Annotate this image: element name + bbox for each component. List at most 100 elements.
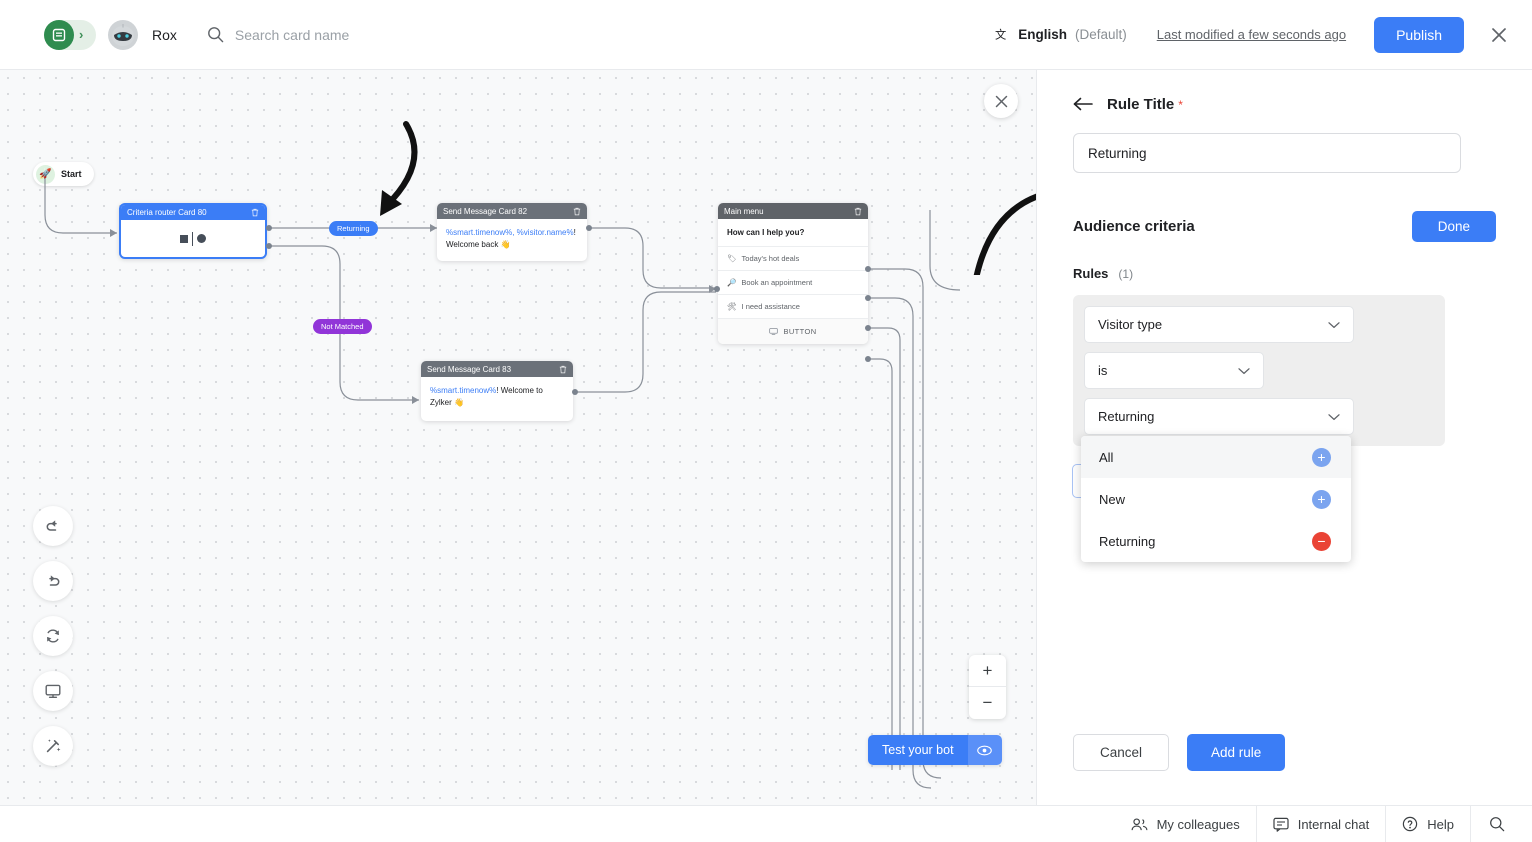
card-criteria-router-80[interactable]: Criteria router Card 80	[119, 203, 267, 259]
add-option-icon[interactable]: +	[1312, 489, 1331, 509]
publish-button[interactable]: Publish	[1374, 16, 1464, 53]
app-header: › Rox 文 English (Default)	[0, 0, 1532, 70]
port-dot[interactable]	[572, 389, 578, 395]
internal-chat-button[interactable]: Internal chat	[1255, 806, 1386, 842]
audience-criteria-row: Audience criteria Done	[1073, 211, 1496, 242]
menu-item-label: I need assistance	[741, 302, 800, 311]
card-title: Criteria router Card 80	[127, 208, 207, 217]
bot-avatar-icon	[108, 19, 138, 50]
add-rule-button[interactable]: Add rule	[1187, 734, 1286, 771]
dropdown-option-all[interactable]: All +	[1081, 436, 1351, 478]
chevron-down-icon	[1238, 367, 1250, 374]
svg-text:文: 文	[995, 27, 1006, 41]
card-header: Criteria router Card 80	[121, 205, 265, 220]
page-title: Rule Title	[1107, 96, 1175, 113]
rule-field-value: Visitor type	[1098, 317, 1163, 332]
port-dot[interactable]	[266, 243, 272, 249]
language-selector[interactable]: 文 English (Default)	[995, 27, 1127, 42]
search-icon	[1490, 817, 1505, 832]
port-dot[interactable]	[714, 286, 720, 292]
rule-group: Visitor type is Returning	[1073, 295, 1445, 446]
dropdown-option-new[interactable]: New +	[1081, 478, 1351, 520]
add-option-icon[interactable]: +	[1312, 447, 1331, 467]
rule-value-select[interactable]: Returning	[1084, 398, 1354, 435]
menu-item-book-appointment[interactable]: 🔎 Book an appointment	[718, 271, 868, 295]
trash-icon[interactable]	[854, 207, 862, 216]
bottom-bar: My colleagues Internal chat Help	[0, 805, 1532, 842]
bottom-item-label: Internal chat	[1297, 816, 1370, 832]
canvas-toolbar	[33, 506, 73, 766]
message-body: ! Welcome back	[446, 228, 576, 249]
rules-label: Rules	[1073, 266, 1109, 281]
port-dot[interactable]	[865, 266, 871, 272]
rule-value-text: Returning	[1098, 409, 1155, 424]
criteria-router-body	[121, 220, 265, 257]
trash-icon[interactable]	[573, 207, 581, 216]
chevron-right-icon: ›	[79, 27, 84, 42]
required-indicator: *	[1178, 97, 1183, 112]
menu-button-row[interactable]: BUTTON	[718, 319, 868, 344]
card-header: Send Message Card 83	[421, 361, 573, 377]
card-header: Send Message Card 82	[437, 203, 587, 219]
port-dot[interactable]	[865, 325, 871, 331]
card-header: Main menu	[718, 203, 868, 219]
magic-wand-icon[interactable]	[33, 726, 73, 766]
card-main-menu[interactable]: Main menu How can I help you? 🏷 Today's …	[718, 203, 868, 344]
preview-screen-icon[interactable]	[33, 671, 73, 711]
rule-operator-select[interactable]: is	[1084, 352, 1264, 389]
done-button[interactable]: Done	[1411, 211, 1496, 242]
refresh-icon[interactable]	[33, 616, 73, 656]
last-modified-link[interactable]: Last modified a few seconds ago	[1156, 27, 1347, 42]
bottom-item-label: Help	[1427, 816, 1454, 832]
panel-footer: Cancel Add rule	[1073, 734, 1286, 771]
workspace-switcher[interactable]: ›	[44, 19, 96, 50]
test-your-bot-button[interactable]: Test your bot	[868, 735, 968, 765]
remove-option-icon[interactable]: −	[1312, 531, 1331, 551]
test-bot-bar: Test your bot	[868, 735, 1002, 765]
bottom-search-button[interactable]	[1470, 806, 1532, 842]
cancel-button[interactable]: Cancel	[1073, 734, 1170, 771]
search-icon	[208, 27, 224, 43]
search-area[interactable]	[207, 26, 495, 43]
tools-icon: 🛠	[727, 302, 737, 311]
trash-icon[interactable]	[251, 208, 259, 217]
badge-returning[interactable]: Returning	[329, 221, 378, 236]
redo-icon[interactable]	[33, 561, 73, 601]
port-dot[interactable]	[865, 295, 871, 301]
card-send-message-82[interactable]: Send Message Card 82 %smart.timenow%, %v…	[437, 203, 587, 261]
close-icon[interactable]	[1488, 24, 1510, 46]
dropdown-option-label: All	[1099, 449, 1114, 465]
port-dot[interactable]	[865, 356, 871, 362]
bot-name: Rox	[152, 26, 177, 43]
card-send-message-83[interactable]: Send Message Card 83 %smart.timenow%! We…	[421, 361, 573, 421]
port-dot[interactable]	[266, 225, 272, 231]
rule-title-input[interactable]	[1073, 133, 1461, 173]
undo-icon[interactable]	[33, 506, 73, 546]
help-button[interactable]: Help	[1385, 806, 1470, 842]
menu-item-hot-deals[interactable]: 🏷 Today's hot deals	[718, 247, 868, 271]
chevron-down-icon	[1328, 413, 1340, 420]
card-title: Main menu	[724, 206, 764, 216]
card-title: Send Message Card 82	[443, 206, 528, 216]
port-dot[interactable]	[586, 225, 592, 231]
dropdown-option-returning[interactable]: Returning −	[1081, 520, 1351, 562]
search-input[interactable]	[234, 26, 495, 43]
eye-icon[interactable]	[967, 735, 1002, 765]
menu-item-need-assistance[interactable]: 🛠 I need assistance	[718, 295, 868, 319]
trash-icon[interactable]	[559, 365, 567, 374]
flow-canvas[interactable]: 🚀 Start Criteria router Card 80 Send Mes…	[0, 70, 1036, 805]
badge-not-matched[interactable]: Not Matched	[313, 319, 372, 334]
start-node[interactable]: 🚀 Start	[33, 162, 94, 186]
audience-criteria-label: Audience criteria	[1073, 218, 1195, 235]
back-arrow-icon[interactable]	[1073, 97, 1093, 113]
zoom-in-button[interactable]: +	[969, 655, 1006, 687]
canvas-close-icon[interactable]	[984, 84, 1018, 118]
message-body: ! Welcome to Zylker	[430, 386, 543, 407]
zoom-controls: + −	[969, 655, 1006, 719]
my-colleagues-button[interactable]: My colleagues	[1115, 806, 1256, 842]
message-emoji: 👋	[500, 240, 511, 249]
rule-field-select[interactable]: Visitor type	[1084, 306, 1354, 343]
zoom-out-button[interactable]: −	[982, 693, 993, 712]
card-body: %smart.timenow%, %visitor.name%! Welcome…	[437, 219, 587, 259]
